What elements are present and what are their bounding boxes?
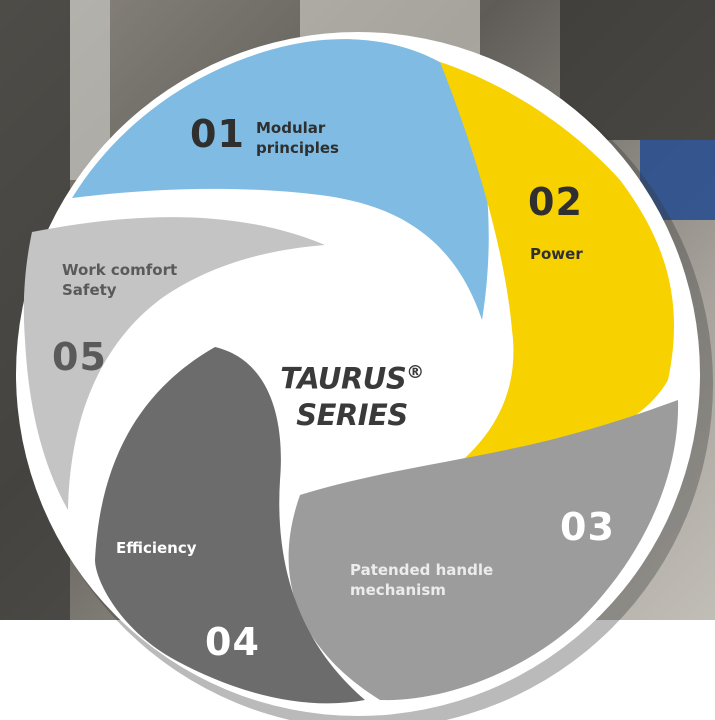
center-title-brand: TAURUS (280, 361, 407, 396)
segment-02-shape[interactable] (440, 62, 675, 478)
segment-03-label-line1: Patended handle (350, 561, 494, 579)
segment-03-number: 03 (560, 505, 615, 549)
segment-01-shape[interactable] (72, 39, 489, 321)
center-title-line1: TAURUS® (252, 355, 452, 397)
segment-03-label: Patended handle mechanism (350, 560, 493, 600)
segment-03-shape[interactable] (288, 400, 679, 701)
segment-02-label: Power (530, 245, 583, 263)
segment-04-shape[interactable] (95, 347, 365, 704)
segment-01-label-line2: principles (256, 139, 339, 157)
segment-01-label: Modular principles (256, 118, 339, 158)
center-title: TAURUS® SERIES (252, 355, 452, 433)
segment-04-number: 04 (205, 620, 260, 664)
segment-05-number: 05 (52, 335, 107, 379)
segment-05-shape[interactable] (23, 217, 326, 510)
segment-05-label: Work comfort Safety (62, 260, 177, 300)
registered-mark: ® (406, 362, 424, 383)
segment-05-label-line2: Safety (62, 281, 117, 299)
segment-01-label-line1: Modular (256, 119, 326, 137)
segment-04-label: Efficiency (116, 539, 197, 557)
segment-05-label-line1: Work comfort (62, 261, 178, 279)
segment-01-number: 01 (190, 112, 245, 156)
segment-02-number: 02 (528, 180, 583, 224)
segment-03-label-line2: mechanism (350, 581, 446, 599)
center-title-line2: SERIES (296, 397, 408, 432)
